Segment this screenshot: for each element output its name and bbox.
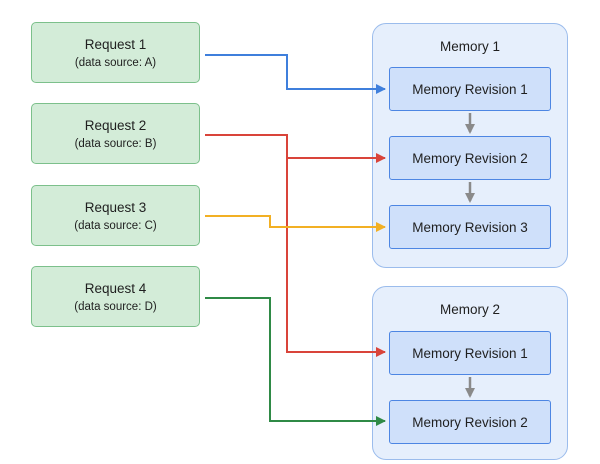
request-2-source: (data source: B) bbox=[74, 137, 157, 150]
request-4-source: (data source: D) bbox=[74, 300, 157, 313]
request-3-source: (data source: C) bbox=[74, 219, 157, 232]
request-2-title: Request 2 bbox=[84, 117, 147, 133]
memory-2-revision-1: Memory Revision 1 bbox=[389, 331, 551, 375]
arrow-request-2-to-memory-1-revision-2 bbox=[205, 134, 386, 163]
memory-1-revision-2: Memory Revision 2 bbox=[389, 136, 551, 180]
arrow-request-1-to-memory-1-revision-1 bbox=[205, 54, 386, 94]
request-4-title: Request 4 bbox=[84, 280, 147, 296]
request-2: Request 2 (data source: B) bbox=[31, 103, 200, 164]
memory-1-revision-3: Memory Revision 3 bbox=[389, 205, 551, 249]
request-4: Request 4 (data source: D) bbox=[31, 266, 200, 327]
request-1: Request 1 (data source: A) bbox=[31, 22, 200, 83]
memory-2-title: Memory 2 bbox=[439, 302, 500, 317]
memory-2-revision-2: Memory Revision 2 bbox=[389, 400, 551, 444]
arrow-request-4-to-memory-2-revision-2 bbox=[205, 297, 386, 426]
request-1-title: Request 1 bbox=[84, 36, 147, 52]
request-1-source: (data source: A) bbox=[74, 56, 157, 69]
arrow-request-3-to-memory-1-revision-3 bbox=[205, 215, 386, 232]
request-3-title: Request 3 bbox=[84, 199, 147, 215]
memory-1-title: Memory 1 bbox=[439, 39, 500, 54]
request-3: Request 3 (data source: C) bbox=[31, 185, 200, 246]
memory-1-revision-1: Memory Revision 1 bbox=[389, 67, 551, 111]
arrow-request-2-to-memory-2-revision-1 bbox=[286, 158, 386, 357]
